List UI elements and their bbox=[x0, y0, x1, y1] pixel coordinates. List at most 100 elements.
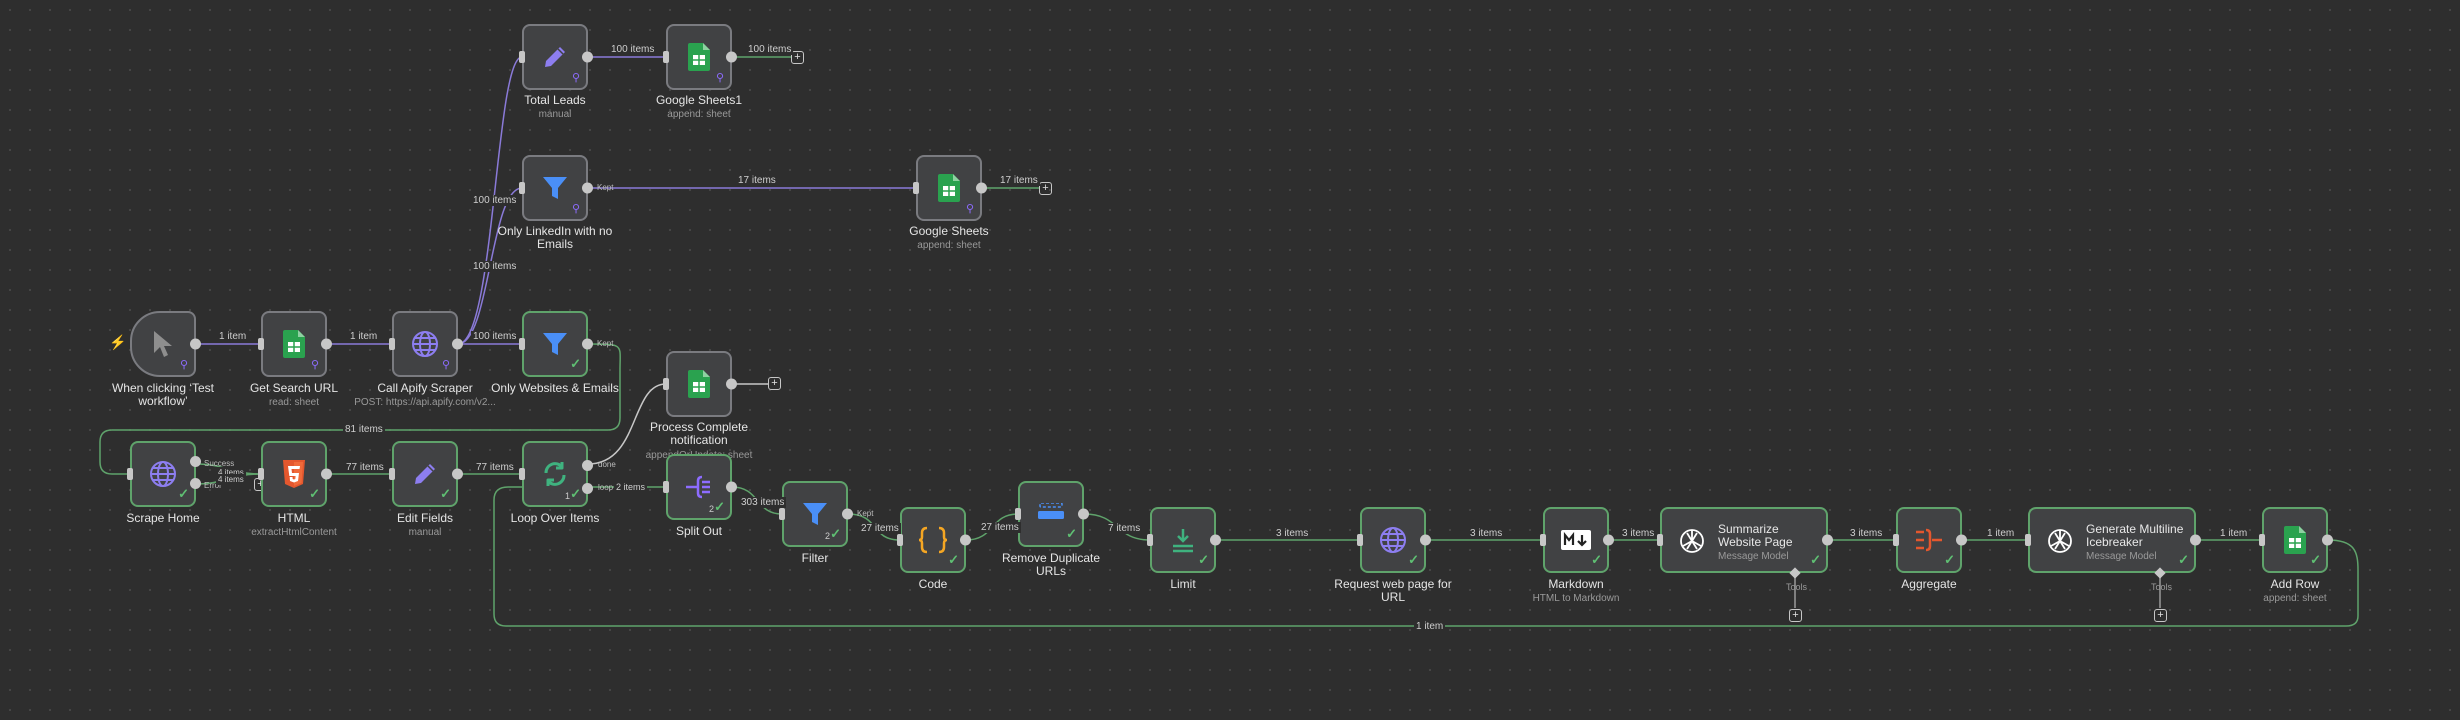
output-port[interactable] bbox=[1078, 508, 1089, 520]
output-port[interactable] bbox=[452, 338, 463, 350]
output-port[interactable] bbox=[2190, 534, 2201, 546]
node-label: Google Sheets1 bbox=[655, 93, 743, 107]
node-request-web-page[interactable]: ✓ bbox=[1357, 507, 1431, 573]
node-scrape-home[interactable]: ✓ bbox=[127, 441, 201, 507]
node-subtitle: append: sheet bbox=[917, 240, 981, 251]
success-check-icon: ✓ bbox=[1408, 552, 1419, 567]
input-port[interactable] bbox=[1147, 534, 1153, 546]
input-port[interactable] bbox=[663, 481, 669, 493]
input-port[interactable] bbox=[519, 338, 525, 350]
output-port[interactable] bbox=[452, 468, 463, 480]
globe-icon bbox=[411, 330, 439, 358]
node-total-leads[interactable]: ⚲ bbox=[519, 24, 593, 90]
input-port[interactable] bbox=[389, 338, 395, 350]
node-call-apify-scraper[interactable]: ⚲ bbox=[389, 311, 463, 377]
output-port[interactable] bbox=[726, 378, 737, 390]
node-html[interactable]: ✓ bbox=[258, 441, 332, 507]
node-only-linkedin[interactable]: ⚲ bbox=[519, 155, 593, 221]
add-node-button[interactable]: + bbox=[791, 51, 804, 64]
node-subtitle: POST: https://api.apify.com/v2... bbox=[354, 397, 496, 408]
edge-label: 2 items bbox=[614, 482, 648, 493]
input-port[interactable] bbox=[127, 468, 133, 480]
input-port[interactable] bbox=[1357, 534, 1363, 546]
input-port[interactable] bbox=[663, 51, 669, 63]
node-title: Summarize Website Page bbox=[1718, 522, 1793, 549]
output-port[interactable] bbox=[321, 338, 332, 350]
node-only-websites[interactable]: ✓ bbox=[519, 311, 593, 377]
input-port[interactable] bbox=[663, 378, 669, 390]
edge-label: 77 items bbox=[474, 462, 516, 473]
input-port[interactable] bbox=[1657, 534, 1663, 546]
node-generate-icebreaker[interactable]: Generate Multiline Icebreaker Message Mo… bbox=[2025, 507, 2201, 573]
input-port[interactable] bbox=[779, 508, 785, 520]
output-port[interactable] bbox=[1822, 534, 1833, 546]
error-output-port[interactable] bbox=[190, 478, 201, 489]
output-port[interactable] bbox=[976, 182, 987, 194]
output-port[interactable] bbox=[960, 534, 971, 546]
success-check-icon: ✓ bbox=[1944, 552, 1955, 567]
input-port[interactable] bbox=[1893, 534, 1899, 546]
done-output-port[interactable] bbox=[582, 460, 593, 471]
input-port[interactable] bbox=[258, 468, 264, 480]
edge-label: 81 items bbox=[343, 424, 385, 435]
node-edit-fields[interactable]: ✓ bbox=[389, 441, 463, 507]
node-aggregate[interactable]: ✓ bbox=[1893, 507, 1967, 573]
output-port[interactable] bbox=[842, 508, 853, 520]
output-port[interactable] bbox=[1956, 534, 1967, 546]
node-code[interactable]: ✓ bbox=[897, 507, 971, 573]
node-loop-over-items[interactable]: 1 ✓ bbox=[519, 441, 593, 507]
add-tool-button[interactable]: + bbox=[1789, 609, 1802, 622]
input-port[interactable] bbox=[2025, 534, 2031, 546]
run-count: 1 bbox=[564, 491, 570, 501]
output-port[interactable] bbox=[726, 481, 737, 493]
output-port[interactable] bbox=[582, 182, 593, 194]
add-node-button[interactable]: + bbox=[768, 377, 781, 390]
input-port[interactable] bbox=[897, 534, 903, 546]
node-add-row[interactable]: ✓ bbox=[2259, 507, 2333, 573]
input-port[interactable] bbox=[1015, 508, 1021, 520]
input-port[interactable] bbox=[519, 182, 525, 194]
input-port[interactable] bbox=[519, 468, 525, 480]
output-port[interactable] bbox=[582, 51, 593, 63]
node-split-out[interactable]: 2 ✓ bbox=[663, 454, 737, 520]
loop-output-port[interactable] bbox=[582, 483, 593, 494]
output-port[interactable] bbox=[321, 468, 332, 480]
output-port[interactable] bbox=[2322, 534, 2333, 546]
add-tool-button[interactable]: + bbox=[2154, 609, 2167, 622]
success-check-icon: ✓ bbox=[1810, 552, 1821, 567]
node-subtitle: append: sheet bbox=[667, 109, 731, 120]
pin-icon: ⚲ bbox=[310, 359, 319, 371]
node-filter[interactable]: 2 ✓ bbox=[779, 481, 853, 547]
success-output-port[interactable] bbox=[190, 456, 201, 467]
output-port[interactable] bbox=[1210, 534, 1221, 546]
output-port[interactable] bbox=[582, 338, 593, 350]
node-manual-trigger[interactable]: ⚲ bbox=[130, 311, 201, 377]
input-port[interactable] bbox=[1540, 534, 1546, 546]
node-label: Aggregate bbox=[1901, 577, 1957, 591]
input-port[interactable] bbox=[389, 468, 395, 480]
node-process-complete[interactable] bbox=[663, 351, 737, 417]
node-label: Total Leads bbox=[524, 93, 586, 107]
node-summarize-website-page[interactable]: Summarize Website Page Message Model ✓ bbox=[1657, 507, 1833, 573]
output-port[interactable] bbox=[190, 338, 201, 350]
node-limit[interactable]: ✓ bbox=[1147, 507, 1221, 573]
node-remove-duplicates[interactable]: ✓ bbox=[1015, 481, 1089, 547]
output-port[interactable] bbox=[726, 51, 737, 63]
node-google-sheets1[interactable]: ⚲ bbox=[663, 24, 737, 90]
node-get-search-url[interactable]: ⚲ bbox=[258, 311, 332, 377]
success-check-icon: ✓ bbox=[570, 356, 581, 371]
output-port[interactable] bbox=[1420, 534, 1431, 546]
openai-icon bbox=[1678, 527, 1706, 560]
add-node-button[interactable]: + bbox=[1039, 182, 1052, 195]
node-markdown[interactable]: ✓ bbox=[1540, 507, 1614, 573]
node-google-sheets[interactable]: ⚲ bbox=[913, 155, 987, 221]
input-port[interactable] bbox=[258, 338, 264, 350]
port-label-kept: Kept bbox=[597, 339, 614, 348]
input-port[interactable] bbox=[2259, 534, 2265, 546]
input-port[interactable] bbox=[519, 51, 525, 63]
input-port[interactable] bbox=[913, 182, 919, 194]
output-port[interactable] bbox=[1603, 534, 1614, 546]
node-label: Remove Duplicate URLs bbox=[1001, 551, 1101, 578]
node-label: Filter bbox=[801, 551, 829, 565]
